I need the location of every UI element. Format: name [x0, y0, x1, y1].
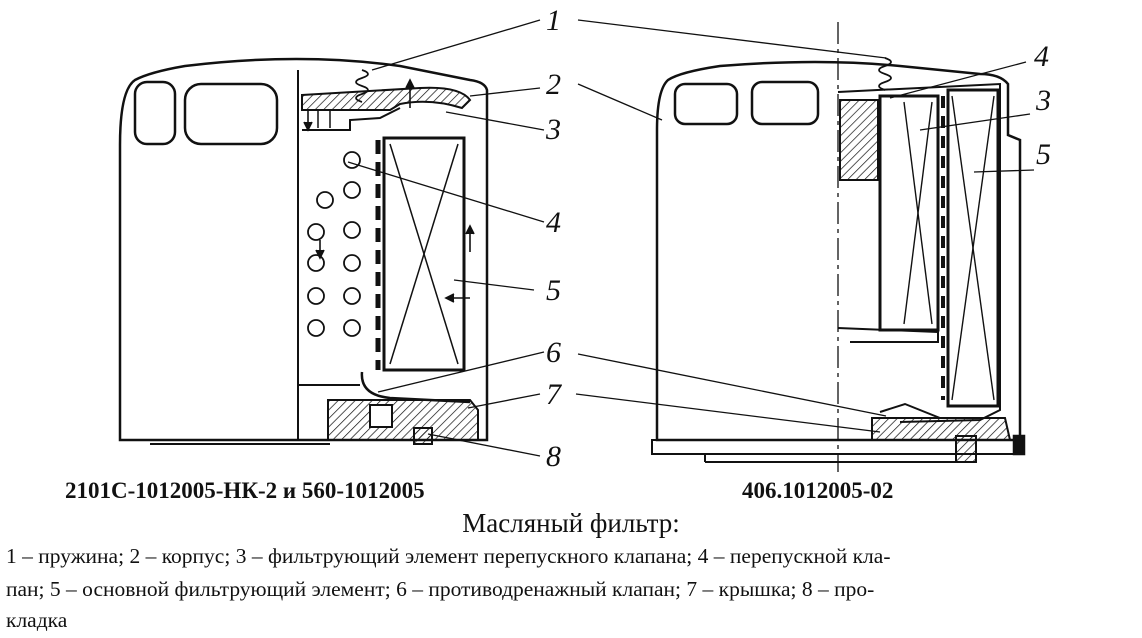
callout-3: 3 — [545, 113, 561, 146]
right-housing-window — [673, 82, 739, 126]
left-cover — [327, 399, 479, 441]
left-main-filter-element — [382, 136, 466, 372]
left-filter-cutaway — [118, 57, 489, 445]
left-housing-window — [183, 82, 279, 146]
left-housing-window — [133, 80, 177, 146]
callout-right-4: 4 — [1034, 40, 1049, 73]
callout-right-3: 3 — [1035, 84, 1051, 117]
legend-line: кладка — [6, 608, 68, 632]
right-cover — [871, 417, 1012, 441]
right-spring — [878, 57, 892, 91]
left-anti-drain-valve — [360, 371, 471, 404]
oil-filter-technical-drawing: 1 2 3 4 5 6 7 8 4 3 5 — [118, 4, 1051, 473]
left-model-label: 2101С-1012005-НК-2 и 560-1012005 — [65, 478, 425, 503]
callout-6: 6 — [546, 336, 561, 369]
left-gasket — [413, 427, 433, 445]
callout-numbers: 1 2 3 4 5 6 7 8 4 3 5 — [545, 4, 1051, 473]
figure-title: Масляный фильтр: — [462, 508, 680, 538]
callout-1: 1 — [546, 4, 561, 37]
left-spring — [355, 69, 369, 103]
legend-line: пан; 5 – основной фильтрующий элемент; 6… — [6, 577, 875, 601]
callout-7: 7 — [546, 378, 563, 411]
left-bypass-filter-element — [301, 86, 472, 111]
left-inlet-holes — [307, 151, 361, 337]
right-bypass-filter-element — [878, 94, 940, 332]
right-housing-window — [750, 80, 820, 126]
leader-lines — [347, 19, 1035, 457]
legend-line: 1 – пружина; 2 – корпус; 3 – фильтрующий… — [6, 544, 891, 568]
right-bypass-valve — [839, 99, 879, 181]
left-filter-housing — [118, 57, 489, 442]
callout-5: 5 — [546, 274, 561, 307]
right-model-label: 406.1012005-02 — [742, 478, 894, 503]
right-gasket — [955, 435, 977, 463]
callout-right-5: 5 — [1036, 138, 1051, 171]
right-filter-housing — [655, 60, 1022, 442]
callout-8: 8 — [546, 440, 561, 473]
callout-4: 4 — [546, 206, 561, 239]
right-filter-cutaway — [651, 22, 1026, 472]
right-main-filter-element — [946, 88, 1000, 408]
callout-2: 2 — [546, 68, 561, 101]
